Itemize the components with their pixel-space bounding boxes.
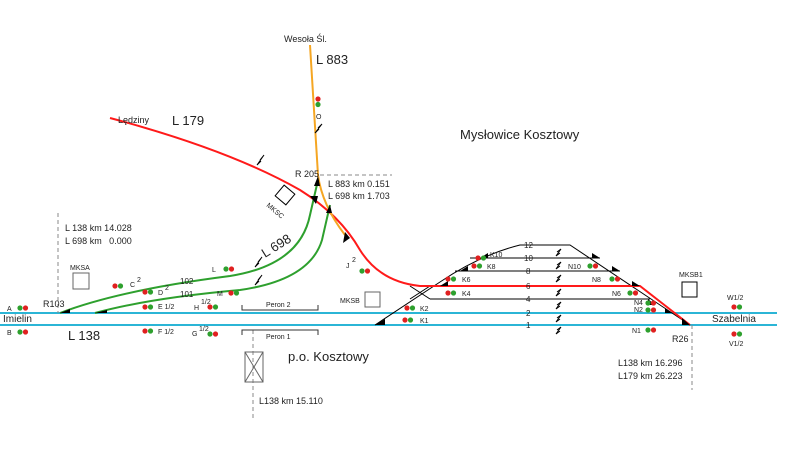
line-l179 (109, 117, 691, 326)
direction-wesola: Wesoła Śl. (284, 33, 327, 44)
svg-text:O: O (316, 114, 322, 121)
svg-text:H: H (194, 305, 199, 312)
line-label-l883: L 883 (316, 52, 348, 67)
line-label-l179: L 179 (172, 113, 204, 128)
post-r205: R 205 (295, 169, 319, 179)
km-r103-1: L 138 km 14.028 (65, 223, 132, 233)
svg-text:1/2: 1/2 (201, 299, 211, 306)
post-r26: R26 (672, 334, 689, 344)
svg-text:F 1/2: F 1/2 (158, 329, 174, 336)
track-101-l698 (94, 204, 331, 314)
post-box-mksc (274, 184, 296, 206)
svg-text:K4: K4 (462, 291, 471, 298)
post-mksb: MKSB (340, 298, 360, 305)
direction-szabelnia: Szabelnia (712, 314, 756, 325)
svg-text:N2: N2 (634, 307, 643, 314)
direction-ledziny: Lędziny (118, 115, 150, 125)
svg-text:2: 2 (165, 285, 169, 292)
svg-text:N8: N8 (592, 277, 601, 284)
platform-1 (241, 329, 319, 335)
line-label-l138: L 138 (68, 328, 100, 343)
svg-text:K6: K6 (462, 277, 471, 284)
track-102-l698 (59, 179, 319, 314)
svg-text:N6: N6 (612, 291, 621, 298)
km-r205-2: L 698 km 1.703 (328, 191, 390, 201)
line-label-l698: L 698 (259, 231, 294, 261)
svg-text:1/2: 1/2 (199, 326, 209, 333)
signals: O A B C2 D2 E 1/2 F 1/2 L M H1/2 G1/2 J2… (7, 96, 744, 348)
switch-markers (60, 176, 690, 325)
line-l883 (309, 44, 346, 236)
svg-text:101: 101 (180, 290, 194, 299)
svg-text:10: 10 (524, 254, 533, 263)
km-r26-1: L138 km 16.296 (618, 358, 683, 368)
svg-text:102: 102 (180, 277, 194, 286)
post-mksc: MKSC (265, 202, 285, 220)
km-halt: L138 km 15.110 (259, 396, 323, 406)
svg-text:B: B (7, 330, 12, 337)
svg-text:4: 4 (526, 295, 531, 304)
post-mksa: MKSA (70, 265, 90, 272)
svg-text:K10: K10 (490, 252, 503, 259)
svg-text:K1: K1 (420, 318, 429, 325)
svg-text:L: L (212, 267, 216, 274)
svg-text:K2: K2 (420, 306, 429, 313)
post-box-mksb1 (681, 281, 698, 298)
isolation-joint-icons (254, 123, 562, 335)
post-box-mksb (364, 291, 381, 308)
svg-text:M: M (217, 291, 223, 298)
svg-text:8: 8 (526, 267, 531, 276)
svg-text:2: 2 (526, 309, 531, 318)
svg-text:G: G (192, 331, 197, 338)
platform-1-label: Peron 1 (266, 334, 291, 341)
svg-text:V1/2: V1/2 (729, 341, 744, 348)
svg-text:K8: K8 (487, 264, 496, 271)
km-r26-2: L179 km 26.223 (618, 371, 683, 381)
station-title: Mysłowice Kosztowy (460, 127, 580, 142)
platform-2 (241, 305, 319, 311)
svg-text:N10: N10 (568, 264, 581, 271)
post-r103: R103 (43, 299, 65, 309)
direction-imielin: Imielin (3, 314, 32, 325)
svg-text:1: 1 (526, 321, 531, 330)
track-numbers: 12 10 8 6 4 2 1 102 101 (180, 241, 533, 330)
halt-building-icon (244, 351, 264, 383)
km-markers (57, 174, 693, 420)
svg-text:6: 6 (526, 282, 531, 291)
post-box-mksa (72, 272, 90, 290)
svg-text:2: 2 (137, 277, 141, 284)
svg-text:2: 2 (352, 257, 356, 264)
km-r205-1: L 883 km 0.151 (328, 179, 390, 189)
svg-text:E 1/2: E 1/2 (158, 304, 174, 311)
post-mksb1: MKSB1 (679, 272, 703, 279)
svg-text:D: D (158, 290, 163, 297)
svg-text:N1: N1 (632, 328, 641, 335)
svg-text:A: A (7, 306, 12, 313)
halt-title: p.o. Kosztowy (288, 349, 369, 364)
svg-text:W1/2: W1/2 (727, 295, 743, 302)
svg-text:N4: N4 (634, 300, 643, 307)
svg-text:J: J (346, 263, 350, 270)
svg-text:C: C (130, 282, 135, 289)
platform-2-label: Peron 2 (266, 302, 291, 309)
svg-text:12: 12 (524, 241, 533, 250)
km-r103-2: L 698 km 0.000 (65, 236, 132, 246)
